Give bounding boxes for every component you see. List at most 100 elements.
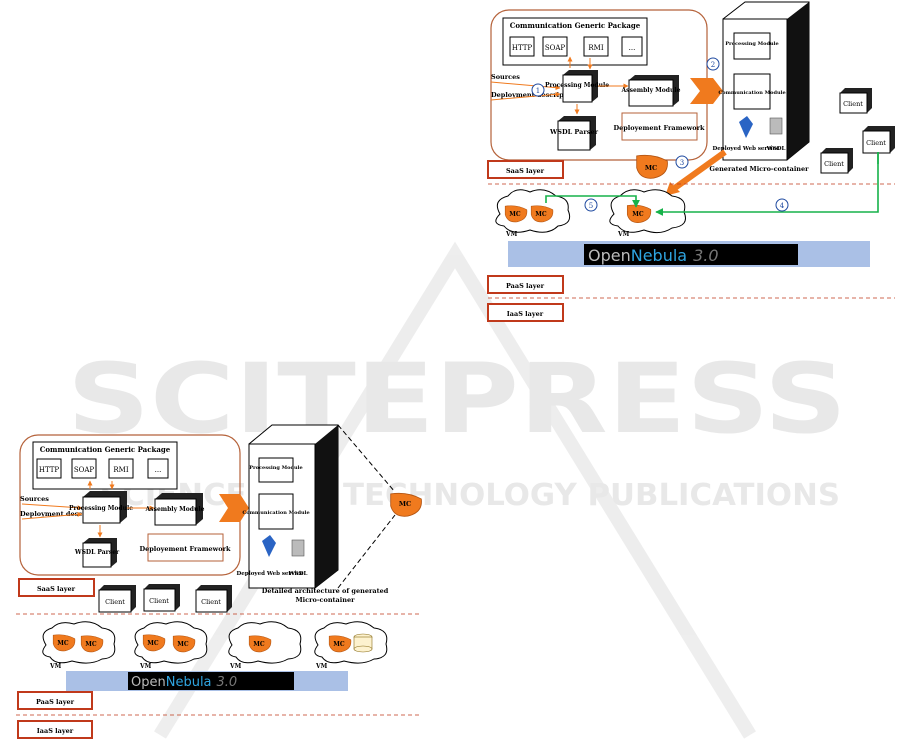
wsdl-label: WSDL	[766, 146, 786, 152]
micro-container-caption: Generated Micro-container	[709, 165, 809, 173]
database-icon	[353, 633, 373, 653]
package-title: Communication Generic Package	[510, 21, 641, 30]
detail-caption-1: Detailed architecture of generated	[262, 587, 389, 595]
svg-text:Deployment descriptor: Deployment descriptor	[20, 510, 104, 518]
vm-cloud-2: MC VM	[609, 189, 686, 238]
svg-text:WSDL Parser: WSDL Parser	[74, 549, 120, 556]
svg-text:IaaS layer: IaaS layer	[37, 727, 74, 735]
svg-text:Sources: Sources	[20, 495, 49, 503]
svg-text:Communication Generic Package: Communication Generic Package	[40, 445, 171, 454]
svg-text:Client: Client	[105, 598, 125, 606]
step-4: 4	[780, 202, 785, 210]
svg-text:Client: Client	[824, 160, 844, 168]
processing-module: Processing Module	[69, 491, 133, 524]
iaas-layer-box	[487, 303, 564, 322]
micro-container: Processing Module Communication Module D…	[237, 424, 339, 589]
assembly-module: Assembly Module	[621, 75, 681, 107]
svg-text:VM: VM	[505, 231, 518, 238]
mc-processing: Processing Module	[725, 41, 778, 47]
svg-text:Processing Module: Processing Module	[69, 505, 133, 512]
step-3: 3	[680, 159, 684, 167]
svg-text:RMI: RMI	[113, 466, 128, 474]
svg-text:Client: Client	[843, 100, 863, 108]
mc-communication: Communication Module	[718, 90, 785, 96]
svg-text:Deployement Framework: Deployement Framework	[139, 545, 231, 553]
svg-text:...: ...	[155, 466, 162, 474]
svg-text:MC: MC	[632, 211, 644, 218]
step-1-circle	[531, 83, 545, 97]
vm-cloud-2: MC MC VM	[134, 621, 208, 670]
protocol-boxes: HTTP SOAP RMI ...	[509, 36, 643, 57]
step-5-circle	[584, 198, 598, 212]
client-1: Client	[839, 88, 872, 114]
vm-cloud-4: MC VM	[314, 621, 388, 670]
iaas-layer-box	[17, 720, 93, 739]
opennebula-logo	[128, 672, 294, 690]
vm-cloud-1: MC MC VM	[495, 189, 571, 238]
svg-text:Client: Client	[201, 598, 221, 606]
protocol-soap: SOAP	[545, 44, 566, 52]
wsdl-document-icon	[291, 539, 305, 557]
svg-text:MC: MC	[85, 641, 97, 648]
svg-text:IaaS layer: IaaS layer	[507, 310, 544, 318]
deployed-ws: Deployed Web service	[713, 146, 780, 152]
svg-text:MC: MC	[177, 641, 189, 648]
assembly-module: Assembly Module	[145, 493, 205, 526]
client-2: Client	[143, 584, 180, 612]
svg-text:Processing Module: Processing Module	[545, 82, 609, 89]
svg-text:Client: Client	[866, 139, 886, 147]
step-4-circle	[775, 198, 789, 212]
protocol-http: HTTP	[512, 44, 533, 52]
step-1: 1	[536, 87, 540, 95]
step-2-circle	[706, 57, 720, 71]
paas-layer-box	[17, 691, 93, 710]
svg-text:MC: MC	[535, 211, 547, 218]
chevron-arrow	[219, 494, 249, 522]
opennebula-logo	[584, 244, 798, 265]
svg-text:Client: Client	[149, 597, 169, 605]
svg-text:MC: MC	[57, 640, 69, 647]
micro-container: Processing Module Communication Module D…	[713, 1, 810, 161]
svg-text:VM: VM	[315, 663, 328, 670]
svg-text:MC: MC	[645, 164, 657, 172]
deployement-framework-box	[147, 533, 224, 562]
svg-text:VM: VM	[229, 663, 242, 670]
svg-text:Communication Module: Communication Module	[242, 510, 309, 516]
sources-label: Sources	[491, 73, 520, 81]
step-2: 2	[711, 61, 715, 69]
svg-text:MC: MC	[399, 500, 411, 508]
saas-layer-box	[18, 578, 95, 597]
watermark-title: SCITEPRESS	[67, 343, 847, 455]
svg-text:WSDL Parser: WSDL Parser	[549, 128, 599, 136]
svg-text:MC: MC	[253, 641, 265, 648]
client-2: Client	[862, 126, 895, 154]
svg-text:PaaS layer: PaaS layer	[506, 282, 545, 290]
svg-text:SOAP: SOAP	[74, 466, 95, 474]
webservice-icon	[262, 535, 276, 557]
watermark-subtitle: SCIENCE AND TECHNOLOGY PUBLICATIONS	[100, 478, 840, 513]
svg-text:PaaS layer: PaaS layer	[36, 698, 75, 706]
svg-text:SaaS layer: SaaS layer	[37, 585, 76, 593]
deployement-framework-box	[621, 112, 698, 141]
svg-text:VM: VM	[617, 231, 630, 238]
svg-text:WSDL: WSDL	[288, 571, 308, 577]
svg-text:Processing Module: Processing Module	[249, 465, 302, 471]
client-3: Client	[195, 585, 232, 613]
svg-text:HTTP: HTTP	[39, 466, 60, 474]
protocol-more: ...	[629, 44, 636, 52]
svg-text:MC: MC	[509, 211, 521, 218]
svg-text:Deployed Web service: Deployed Web service	[237, 571, 304, 577]
client-1: Client	[98, 585, 136, 613]
svg-text:VM: VM	[139, 663, 152, 670]
wsdl-parser: WSDL Parser	[74, 538, 120, 568]
step-5: 5	[589, 202, 593, 210]
svg-text:VM: VM	[49, 663, 62, 670]
wsdl-parser: WSDL Parser	[549, 116, 599, 151]
svg-text:Assembly Module: Assembly Module	[145, 506, 205, 513]
framework-label: Deployement Framework	[613, 124, 705, 132]
processing-module: Processing Module	[545, 70, 609, 103]
svg-text:Assembly Module: Assembly Module	[621, 87, 681, 94]
